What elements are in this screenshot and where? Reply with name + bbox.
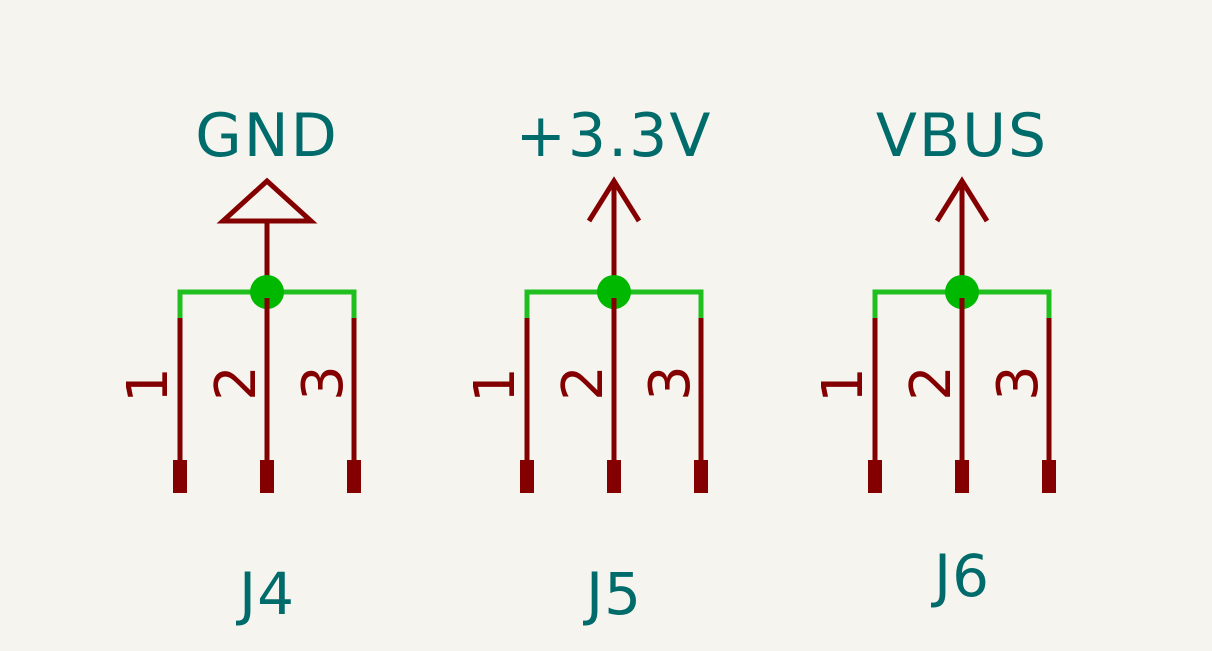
ground-symbol-icon	[216, 177, 318, 291]
connector-j4[interactable]: GND 1 2 3 J4	[116, 101, 361, 628]
connector-j6[interactable]: VBUS 1 2 3 J6	[811, 101, 1056, 610]
pin-lines	[177, 298, 357, 470]
power-arrow-icon	[934, 176, 990, 291]
power-arrow-icon	[586, 176, 642, 291]
pin-number: 2	[204, 365, 269, 401]
pin-number: 1	[116, 367, 181, 403]
ref-label-j5: J5	[583, 560, 642, 628]
junction-dot	[250, 275, 284, 309]
ref-label-j4: J4	[236, 560, 295, 628]
ref-label-j6: J6	[931, 542, 990, 610]
connector-j5[interactable]: +3.3V 1 2 3 J5	[463, 101, 712, 628]
pin-number: 1	[811, 367, 876, 403]
pin-number: 2	[551, 365, 616, 401]
net-label-vbus: VBUS	[876, 101, 1048, 171]
pin-number: 3	[638, 365, 703, 401]
pin-number: 2	[899, 365, 964, 401]
junction-dot	[945, 275, 979, 309]
net-label-gnd: GND	[195, 101, 339, 171]
junction-dot	[597, 275, 631, 309]
pin-number: 3	[986, 365, 1051, 401]
net-label-3v3: +3.3V	[516, 101, 713, 171]
pin-lines	[872, 298, 1052, 470]
pin-lines	[524, 298, 704, 470]
pin-pads	[868, 460, 1056, 493]
pin-pads	[520, 460, 708, 493]
pin-number: 1	[463, 367, 528, 403]
pin-pads	[173, 460, 361, 493]
pin-number: 3	[291, 365, 356, 401]
